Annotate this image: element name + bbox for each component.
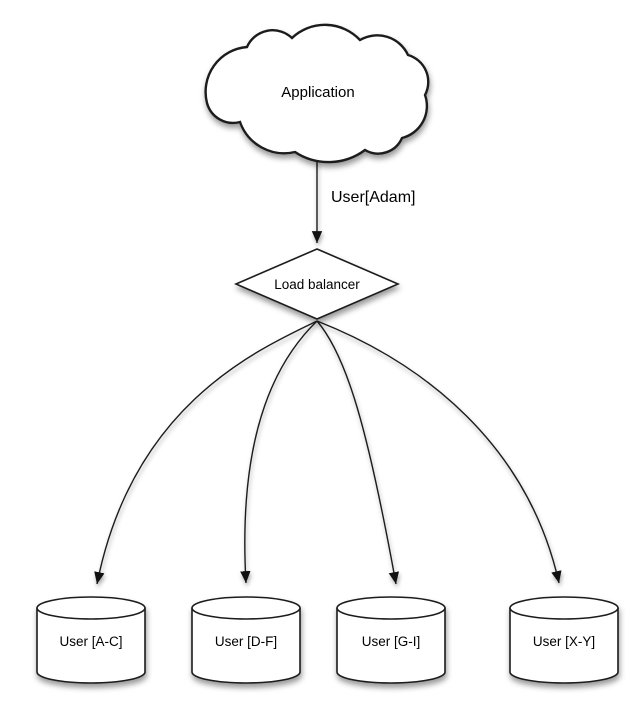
cylinder-top — [336, 596, 446, 620]
load-balancer-label: Load balancer — [274, 277, 360, 292]
shard-node-2 — [191, 596, 301, 684]
application-label: Application — [281, 84, 354, 101]
shard-node-3 — [336, 596, 446, 684]
shard-label-1: User [A-C] — [59, 634, 122, 649]
shard-label-2: User [D-F] — [215, 634, 277, 649]
shard-node-4 — [509, 596, 619, 684]
shard-label-4: User [X-Y] — [533, 634, 595, 649]
database-cylinder-icon — [191, 608, 301, 684]
cloud-icon — [204, 23, 430, 164]
database-cylinder-icon — [336, 608, 446, 684]
application-node — [204, 23, 430, 164]
diagram-edges — [94, 159, 562, 585]
edge-loadbalancer-to-shard-4 — [316, 320, 562, 584]
cylinder-top — [36, 596, 146, 620]
database-cylinder-icon — [36, 608, 146, 684]
shard-label-3: User [G-I] — [362, 634, 421, 649]
edge-label-user-adam: User[Adam] — [331, 189, 415, 206]
cylinder-top — [509, 596, 619, 620]
shard-node-1 — [36, 596, 146, 684]
database-cylinder-icon — [509, 608, 619, 684]
edge-loadbalancer-to-shard-3 — [316, 320, 400, 585]
edge-loadbalancer-to-shard-2 — [240, 320, 318, 584]
load-balancer-node — [233, 248, 401, 320]
diamond-icon — [233, 248, 401, 320]
edge-loadbalancer-to-shard-1 — [94, 320, 318, 585]
cylinder-top — [191, 596, 301, 620]
